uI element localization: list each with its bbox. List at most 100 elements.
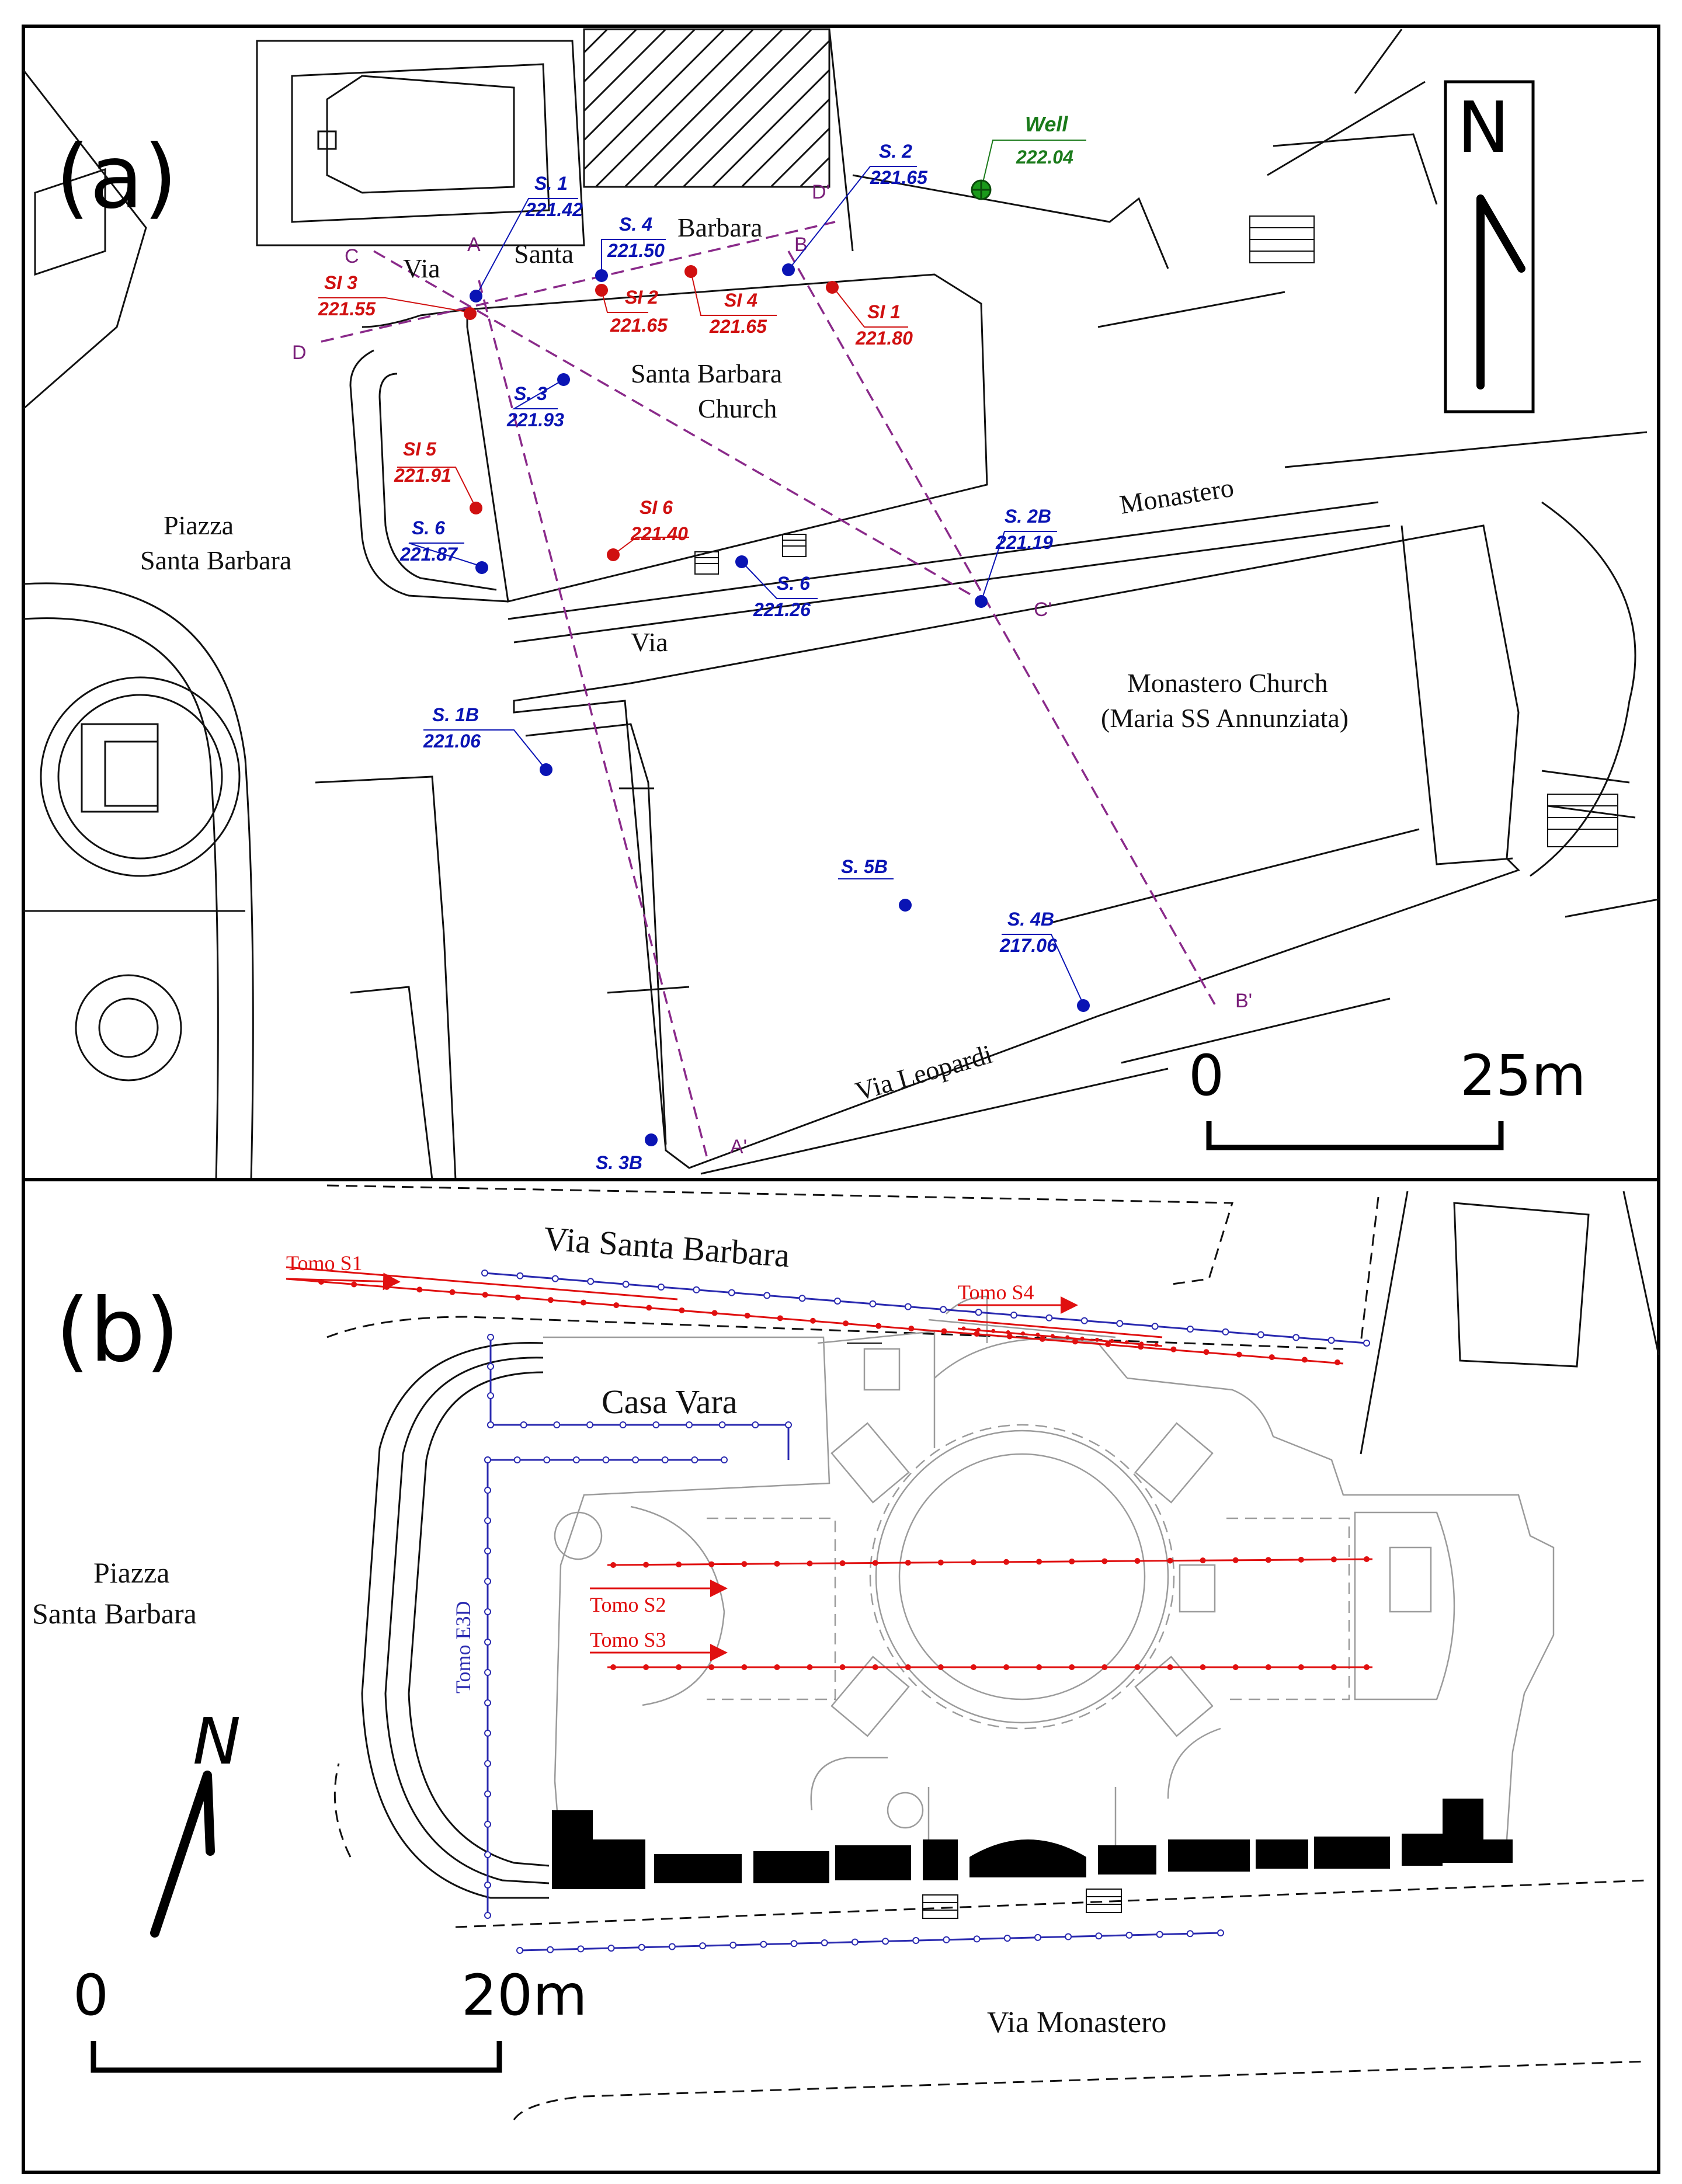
tomo-electrode	[961, 1326, 966, 1331]
inclinometer-si4-dot	[684, 265, 697, 278]
tomo-electrode	[1232, 1557, 1239, 1563]
tomo-electrode	[547, 1297, 554, 1303]
tomo-electrode	[869, 1300, 877, 1307]
section-label-c-prime: C'	[1034, 599, 1052, 621]
well-value: 222.04	[1016, 147, 1073, 168]
tomo-electrode	[484, 1456, 491, 1463]
piazza-label-1: Piazza	[164, 510, 234, 540]
inclinometer-si3-dot	[464, 307, 477, 320]
tomo-electrode	[610, 1562, 616, 1568]
tomo-electrode	[763, 1292, 771, 1299]
tomo-electrode	[1187, 1326, 1194, 1333]
tomo-electrode	[970, 1664, 976, 1670]
tomo-electrode	[484, 1821, 491, 1828]
tomo-electrode	[1265, 1664, 1271, 1670]
tomo-electrode	[484, 1578, 491, 1585]
tomo-electrode	[1269, 1354, 1275, 1361]
tomo-electrode	[708, 1561, 715, 1567]
tomo-electrode	[1095, 1932, 1103, 1940]
tomo-s3-label: Tomo S3	[590, 1628, 666, 1651]
inclinometer-si5-dot	[470, 502, 482, 514]
tomo-electrode	[416, 1286, 423, 1293]
borehole-s4b-id: S. 4B	[1007, 909, 1054, 930]
inclinometer-si5-value: 221.91	[394, 465, 451, 486]
tomo-electrode	[638, 1943, 645, 1951]
tomo-electrode	[973, 1935, 981, 1943]
tomo-electrode	[1003, 1664, 1010, 1670]
inclinometer-si6-id: SI 6	[640, 497, 673, 518]
borehole-s5b-id: S. 5B	[841, 856, 888, 877]
tomo-electrode	[484, 1669, 491, 1676]
borehole-s4-id: S. 4	[619, 214, 652, 235]
tomo-electrode	[1203, 1349, 1210, 1355]
tomo-electrode	[905, 1664, 911, 1670]
borehole-labels: S. 1 221.42 S. 2 221.65 S. 3 221.93 S. 4…	[318, 112, 1073, 1173]
well-id: Well	[1025, 112, 1068, 136]
tomo-electrode	[487, 1392, 494, 1399]
tomo-electrode	[937, 1664, 944, 1670]
south-wall	[552, 1799, 1513, 1889]
street-barbara: Barbara	[677, 213, 763, 242]
tomo-electrode	[699, 1942, 707, 1950]
tomo-electrode	[487, 1421, 494, 1428]
tomo-electrode	[1065, 1933, 1072, 1940]
panel-b-basemap	[361, 1191, 1660, 1899]
tomo-electrode	[872, 1560, 878, 1566]
section-label-c: C	[345, 245, 359, 267]
church-santa-barbara-1: Santa Barbara	[631, 359, 782, 388]
tomo-electrode	[1257, 1331, 1264, 1338]
borehole-s2-value: 221.65	[870, 167, 928, 188]
tomo-electrode	[607, 1945, 615, 1952]
borehole-s2b-value: 221.19	[995, 532, 1053, 553]
tomo-electrode	[875, 1323, 882, 1329]
tomo-electrode	[1101, 1664, 1108, 1670]
borehole-s6b-id: S. 6	[777, 573, 810, 594]
tomo-electrode	[693, 1286, 700, 1293]
piazza-label-2: Santa Barbara	[140, 545, 291, 575]
tomo-electrode	[1003, 1935, 1011, 1942]
tomo-electrode	[484, 1851, 491, 1858]
tomo-electrode	[484, 1517, 491, 1524]
inclinometer-si1-value: 221.80	[855, 328, 913, 349]
tomo-electrode	[1065, 1335, 1070, 1340]
borehole-s4b-value: 217.06	[999, 935, 1057, 956]
tomo-electrode	[1200, 1664, 1206, 1670]
tomo-electrode	[1116, 1320, 1124, 1327]
tomo-electrode	[1010, 1312, 1017, 1319]
tomo-electrode	[482, 1292, 488, 1298]
tomo-electrode	[1036, 1559, 1042, 1565]
tomo-electrode	[798, 1295, 806, 1302]
tomo-electrode	[577, 1945, 585, 1953]
borehole-s3b-dot	[645, 1133, 658, 1146]
tomo-electrode	[741, 1561, 748, 1567]
tomo-electrode	[974, 1331, 980, 1337]
tomo-electrode	[619, 1421, 627, 1428]
tomo-electrode	[1301, 1357, 1308, 1363]
tomo-electrode	[1298, 1556, 1304, 1563]
tomo-electrode	[643, 1664, 649, 1670]
tomo-s2-line	[607, 1558, 1373, 1566]
tomo-electrode	[652, 1421, 660, 1428]
tomo-electrode	[1039, 1336, 1045, 1342]
tomo-electrode	[602, 1456, 610, 1463]
tomo-electrode	[1265, 1557, 1271, 1563]
section-label-b: B	[794, 234, 808, 256]
tomo-electrode	[711, 1310, 718, 1316]
tomo-electrode	[834, 1298, 841, 1305]
tomo-electrode	[943, 1936, 950, 1943]
tomo-electrode	[1217, 1929, 1224, 1936]
tomo-electrode	[991, 1329, 996, 1333]
tomo-electrode	[970, 1559, 976, 1566]
panel-b-label: (b)	[55, 1280, 179, 1382]
section-lines	[321, 221, 1216, 1157]
tomo-electrode	[1125, 1931, 1133, 1939]
tomo-electrode	[1134, 1664, 1141, 1670]
tomo-electrode	[1003, 1559, 1010, 1565]
tomo-electrode	[587, 1278, 595, 1285]
tomo-e3d-label: Tomo E3D	[451, 1601, 475, 1693]
church-monastero-1: Monastero Church	[1127, 668, 1328, 698]
tomo-electrode	[1080, 1336, 1085, 1341]
tomo-electrode	[904, 1303, 912, 1310]
tomo-electrode	[1069, 1664, 1075, 1670]
